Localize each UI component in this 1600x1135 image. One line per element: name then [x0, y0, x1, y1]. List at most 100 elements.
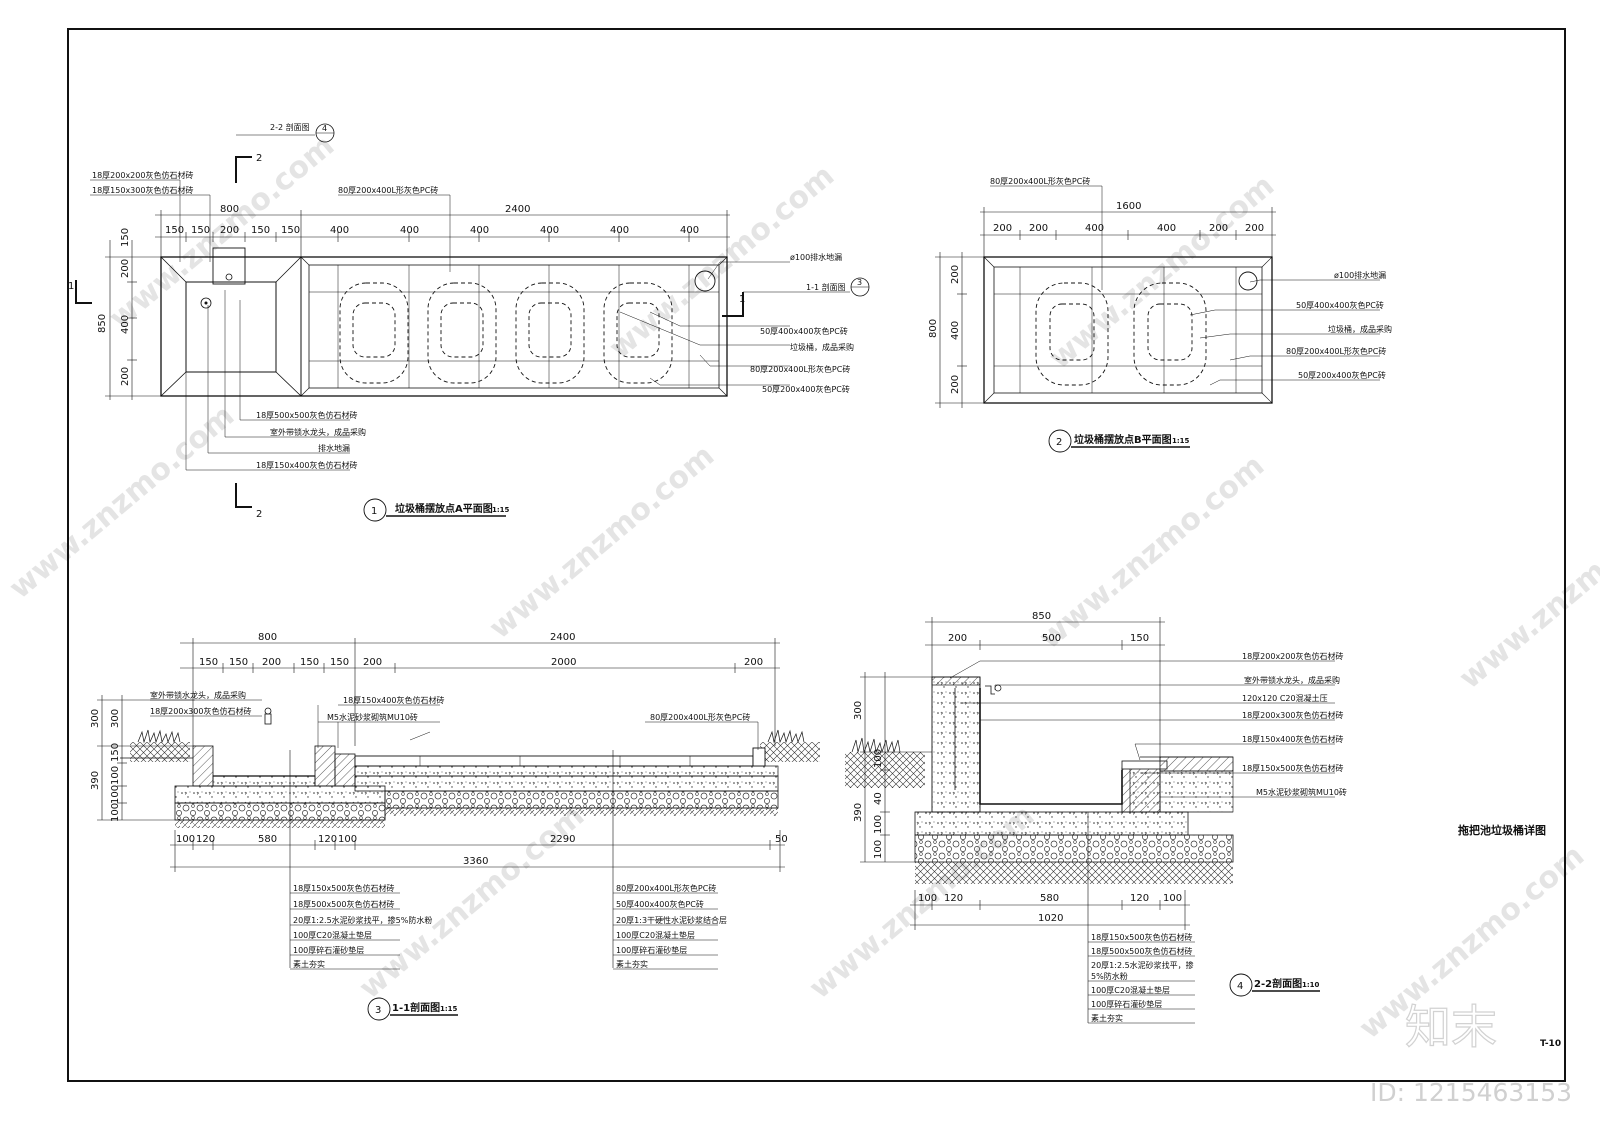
dim-label: 150	[110, 743, 121, 762]
dim-label: 100	[873, 815, 884, 834]
section-ref-top: 2-2 剖面图	[270, 122, 310, 132]
leader-label: 50厚200x400灰色PC砖	[1298, 370, 1386, 380]
brand-logo: 知末	[1405, 1000, 1497, 1054]
leader-label: 18厚150x300灰色仿石材砖	[92, 185, 193, 195]
dim-label: 200	[363, 657, 382, 668]
dim-label: 300	[853, 701, 864, 720]
dim-label: 400	[330, 225, 349, 236]
plan-a-dims-top: 150 150 200 150 150 400 400 400 400 400 …	[165, 225, 699, 236]
leader-label: 18厚150x500灰色仿石材砖	[1242, 763, 1343, 773]
dim-label: 150	[300, 657, 319, 668]
layer-label: 素土夯实	[1091, 1013, 1123, 1023]
leader-label: 18厚150x400灰色仿石材砖	[256, 460, 357, 470]
dim-label: 200	[220, 225, 239, 236]
sheet-frame	[67, 28, 1566, 1082]
dim-label: 580	[258, 834, 277, 845]
layer-label: 100厚碎石灌砂垫层	[616, 945, 687, 955]
plan-a-title: 垃圾桶摆放点A平面图	[395, 502, 493, 515]
leader-label: 50厚400x400灰色PC砖	[1296, 300, 1384, 310]
dim-label: 200	[1029, 223, 1048, 234]
dim-label: 200	[120, 367, 131, 386]
layer-label: 18厚150x500灰色仿石材砖	[1091, 932, 1192, 942]
leader-label: ø100排水地漏	[1334, 270, 1386, 280]
dim-label: 2000	[551, 657, 576, 668]
leader-label: 80厚200x400L形灰色PC砖	[338, 185, 438, 195]
layer-label: 100厚碎石灌砂垫层	[293, 945, 364, 955]
dim-label: 40	[873, 792, 884, 805]
dim-label: 800	[928, 319, 939, 338]
dim-label: 50	[775, 834, 788, 845]
plan-a-scale: 1:15	[492, 506, 510, 514]
layer-label: 18厚500x500灰色仿石材砖	[1091, 946, 1192, 956]
leader-label: 18厚150x400灰色仿石材砖	[1242, 734, 1343, 744]
plan-b-drawing: 1600 200 200 400 400 200 200 800 200 400…	[928, 176, 1392, 453]
dim-label: 200	[744, 657, 763, 668]
dim-label: 120	[944, 893, 963, 904]
section-2-index: 4	[1237, 981, 1243, 992]
dim-label: 120	[1130, 893, 1149, 904]
leader-label: 室外带锁水龙头，成品采购	[150, 690, 246, 700]
cut-label-2: 2	[256, 153, 262, 164]
layer-label: 100厚C20混凝土垫层	[1091, 985, 1170, 995]
cut-label-1b: 1	[739, 294, 745, 305]
dim-label: 200	[1209, 223, 1228, 234]
dim-label: 400	[1157, 223, 1176, 234]
dim-label: 1600	[1116, 201, 1141, 212]
dim-label: 580	[1040, 893, 1059, 904]
cut-label-2b: 2	[256, 509, 262, 520]
leader-label: 18厚500x500灰色仿石材砖	[256, 410, 357, 420]
dim-label: 400	[610, 225, 629, 236]
plan-b-title: 垃圾桶摆放点B平面图	[1074, 433, 1172, 446]
dim-label: 150	[120, 228, 131, 247]
plan-b-scale: 1:15	[1172, 437, 1190, 445]
plan-a-dims-top-total: 800 2400	[220, 204, 530, 215]
dim-label: 100	[1163, 893, 1182, 904]
cut-label-1: 1	[68, 281, 74, 292]
layer-label: 100厚C20混凝土垫层	[293, 930, 372, 940]
leader-label: 垃圾桶，成品采购	[1328, 324, 1392, 334]
leader-label: 排水地漏	[318, 443, 350, 453]
layer-label: 100厚碎石灌砂垫层	[1091, 999, 1162, 1009]
dim-label: 400	[470, 225, 489, 236]
watermark-layer: www.znzmo.com www.znzmo.com www.znzmo.co…	[3, 128, 1600, 1046]
dim-label: 500	[1042, 633, 1061, 644]
section-2-drawing: 850 200 500 150 300 100 390 40 100 100	[845, 611, 1347, 1024]
dim-label: 400	[400, 225, 419, 236]
dim-label: 400	[1085, 223, 1104, 234]
dim-label: 390	[90, 771, 101, 790]
dim-label: 150	[1130, 633, 1149, 644]
leader-label: 室外带锁水龙头，成品采购	[270, 427, 366, 437]
dim-label: 100	[110, 785, 121, 804]
dim-label: 200	[993, 223, 1012, 234]
dim-label: 400	[540, 225, 559, 236]
dim-label: 800	[220, 204, 239, 215]
dim-label: 400	[950, 321, 961, 340]
dim-label: 150	[191, 225, 210, 236]
leader-label: 18厚200x300灰色仿石材砖	[150, 706, 251, 716]
dim-label: 300	[110, 709, 121, 728]
watermark: www.znzmo.com	[1453, 488, 1600, 696]
section-1-scale: 1:15	[440, 1005, 458, 1013]
section-ref-right-index: 3	[857, 278, 862, 287]
id-text: ID: 1215463153	[1370, 1078, 1572, 1107]
dim-label: 150	[199, 657, 218, 668]
layer-label: 20厚1:2.5水泥砂浆找平，掺5%防水粉	[293, 915, 432, 925]
leader-label: 120x120 C20混凝土压	[1242, 693, 1328, 703]
watermark: www.znzmo.com	[3, 398, 241, 606]
dim-label: 150	[165, 225, 184, 236]
dim-label: 200	[948, 633, 967, 644]
dim-label: 2400	[505, 204, 530, 215]
leader-label: 垃圾桶，成品采购	[790, 342, 854, 352]
dim-label: 300	[90, 709, 101, 728]
plan-a-drawing: 2 2 1 1 2-2 剖面图 4 1-1 剖面图 3	[68, 122, 870, 522]
dim-label: 850	[1032, 611, 1051, 622]
dim-label: 850	[97, 314, 108, 333]
leader-label: 50厚200x400灰色PC砖	[762, 384, 850, 394]
section-ref-right: 1-1 剖面图	[806, 282, 846, 292]
layer-label: 20厚1:3干硬性水泥砂浆结合层	[616, 915, 727, 925]
dim-label: 200	[120, 259, 131, 278]
leader-label: 18厚150x400灰色仿石材砖	[343, 695, 444, 705]
dim-label: 150	[330, 657, 349, 668]
dim-label: 3360	[463, 856, 488, 867]
leader-label: 18厚200x300灰色仿石材砖	[1242, 710, 1343, 720]
